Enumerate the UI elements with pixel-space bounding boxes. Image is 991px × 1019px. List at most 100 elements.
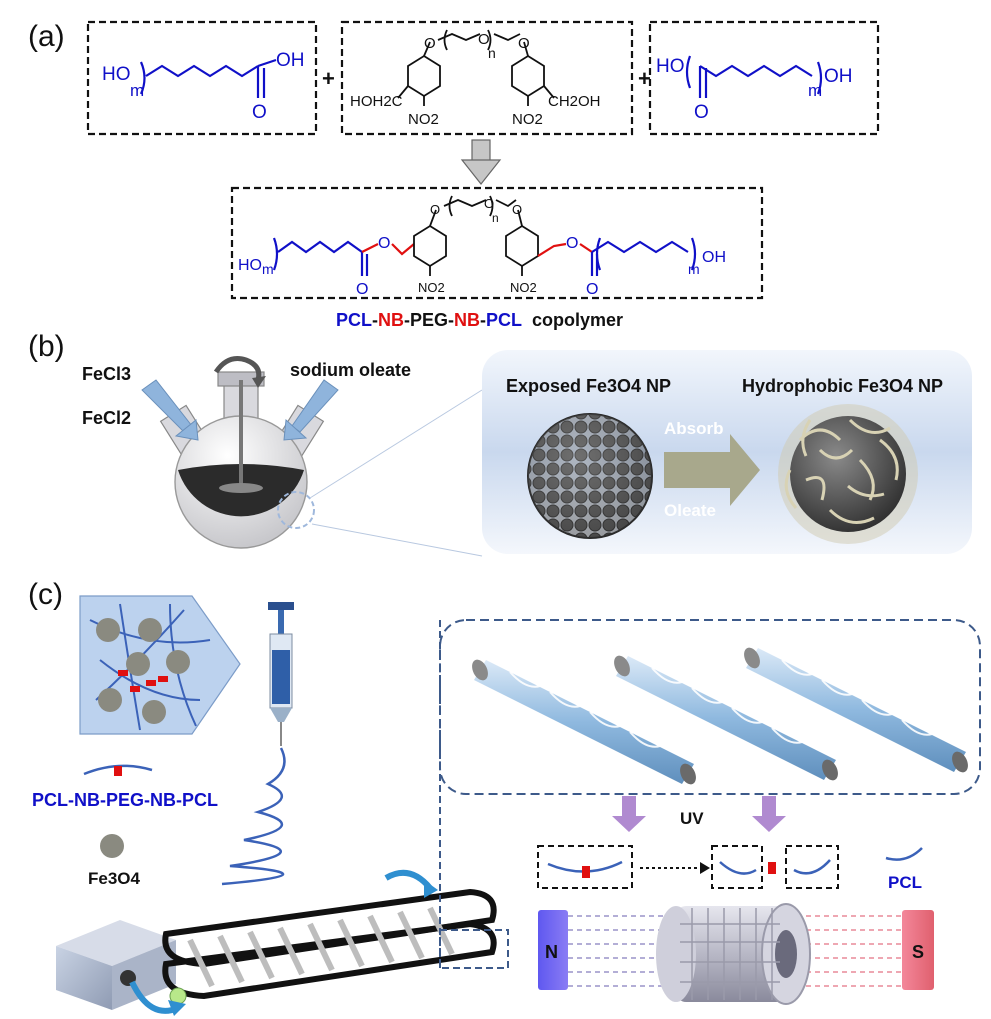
reactant-left-structure (139, 58, 277, 98)
reactant-left-box (86, 20, 318, 136)
caption-peg: PEG (410, 310, 448, 330)
magnet-north-label: N (545, 942, 558, 962)
reactant-right-structure (685, 55, 823, 98)
legend-copolymer-label: PCL-NB-PEG-NB-PCL (32, 790, 218, 810)
zoom-line-top (309, 389, 483, 499)
stirring-arrow (213, 356, 262, 381)
m-subscript: m (130, 81, 144, 100)
uv-label: UV (680, 809, 704, 828)
caption-dash-4: - (480, 310, 486, 330)
product-n: n (492, 211, 499, 225)
exposed-np-label: Exposed Fe3O4 NP (506, 376, 671, 396)
product-no2-left: NO2 (418, 280, 445, 295)
hydrophobic-nanoparticle (778, 404, 918, 544)
uv-arrow-left (612, 796, 646, 832)
product-ho: HO (238, 257, 262, 274)
product-ether-o-mid: O (484, 196, 494, 211)
ether-o-left: O (424, 35, 436, 52)
m-subscript-right: m (808, 81, 822, 100)
stirring-arrow-head (252, 376, 266, 388)
cleavage-arrow-head (700, 862, 710, 874)
legend-nb-unit (114, 766, 122, 776)
fragment-left (719, 861, 757, 875)
fibers (472, 647, 968, 785)
oh-label-right: OH (824, 66, 853, 87)
product-oh: OH (702, 249, 726, 266)
caption-nb-1: NB (378, 310, 404, 330)
magnet-south-label: S (912, 942, 924, 962)
absorb-label: Absorb (664, 419, 724, 438)
product-carbonyl-o-left: O (356, 281, 368, 298)
collector-zoom-box (439, 929, 509, 969)
ho-label: HO (102, 64, 131, 85)
network-inset (79, 595, 241, 735)
no2-right: NO2 (512, 111, 543, 128)
carbonyl-o: O (252, 102, 267, 123)
released-nb-unit (768, 862, 776, 874)
product-ether-o-right: O (512, 202, 522, 217)
oleate-label: Oleate (664, 501, 716, 520)
oleate-arrow-head (283, 418, 308, 441)
fecl2-label: FeCl2 (82, 408, 131, 428)
product-ester-o-right: O (566, 235, 578, 252)
product-ether-o-left: O (430, 202, 440, 217)
pcl-legend-chain (885, 847, 923, 861)
zoom-circle (277, 491, 315, 529)
ho-label-right: HO (656, 56, 685, 77)
reaction-arrow (460, 139, 502, 185)
absorb-arrow (664, 434, 760, 506)
ether-o-right: O (518, 35, 530, 52)
magnet-south (902, 910, 934, 990)
carbonyl-o-right: O (694, 102, 709, 123)
before-cleavage-box (537, 845, 633, 889)
magnet-north (538, 910, 568, 990)
product-structure (272, 195, 697, 276)
hydrophobic-np-label: Hydrophobic Fe3O4 NP (742, 376, 943, 396)
field-lines (568, 915, 902, 987)
fibers-zoom-panel (439, 619, 981, 795)
legend-fe3o4-particle (100, 834, 124, 858)
hoh2c-label: HOH2C (350, 93, 403, 110)
product-carbonyl-o-right: O (586, 281, 598, 298)
zoom-line-bottom (311, 523, 483, 557)
uv-arrow-right (752, 796, 786, 832)
product-ester-o-left: O (378, 235, 390, 252)
reactant-right-box (648, 20, 880, 136)
fragment-box-left (711, 845, 763, 889)
caption-pcl-2: PCL (486, 310, 522, 330)
product-no2-right: NO2 (510, 280, 537, 295)
fecl3-label: FeCl3 (82, 364, 131, 384)
caption-dash-3: - (448, 310, 454, 330)
three-neck-flask (159, 371, 325, 549)
panel-label-c: (c) (28, 578, 63, 611)
fragment-box-right (785, 845, 839, 889)
syringe (268, 602, 294, 746)
legend-fe3o4-label: Fe3O4 (88, 869, 141, 888)
nb-peg-structure (397, 29, 555, 106)
caption-dash-1: - (372, 310, 378, 330)
fragment-right (793, 859, 831, 875)
n-subscript: n (488, 45, 496, 61)
plus-sign-2: + (638, 66, 651, 91)
pcl-legend-label: PCL (888, 873, 922, 892)
fecl-arrow-head (174, 419, 199, 441)
before-nb-unit (582, 866, 590, 878)
caption-pcl-1: PCL (336, 310, 372, 330)
panel-label-b: (b) (28, 330, 65, 363)
caption-dash-2: - (404, 310, 410, 330)
product-m-right: m (688, 261, 700, 277)
ch2oh-label: CH2OH (548, 93, 601, 110)
caption-nb-2: NB (454, 310, 480, 330)
fiber-tube-scaffold (656, 903, 811, 1005)
nb-peg-box (340, 20, 634, 136)
sodium-oleate-label: sodium oleate (290, 360, 411, 380)
plus-sign-1: + (322, 66, 335, 91)
ether-o-mid: O (478, 31, 490, 48)
product-box (230, 186, 764, 300)
exposed-nanoparticle-shade (528, 414, 652, 538)
oh-label: OH (276, 50, 305, 71)
caption-copolymer: copolymer (532, 310, 623, 330)
no2-left: NO2 (408, 111, 439, 128)
product-m-left: m (262, 261, 274, 277)
